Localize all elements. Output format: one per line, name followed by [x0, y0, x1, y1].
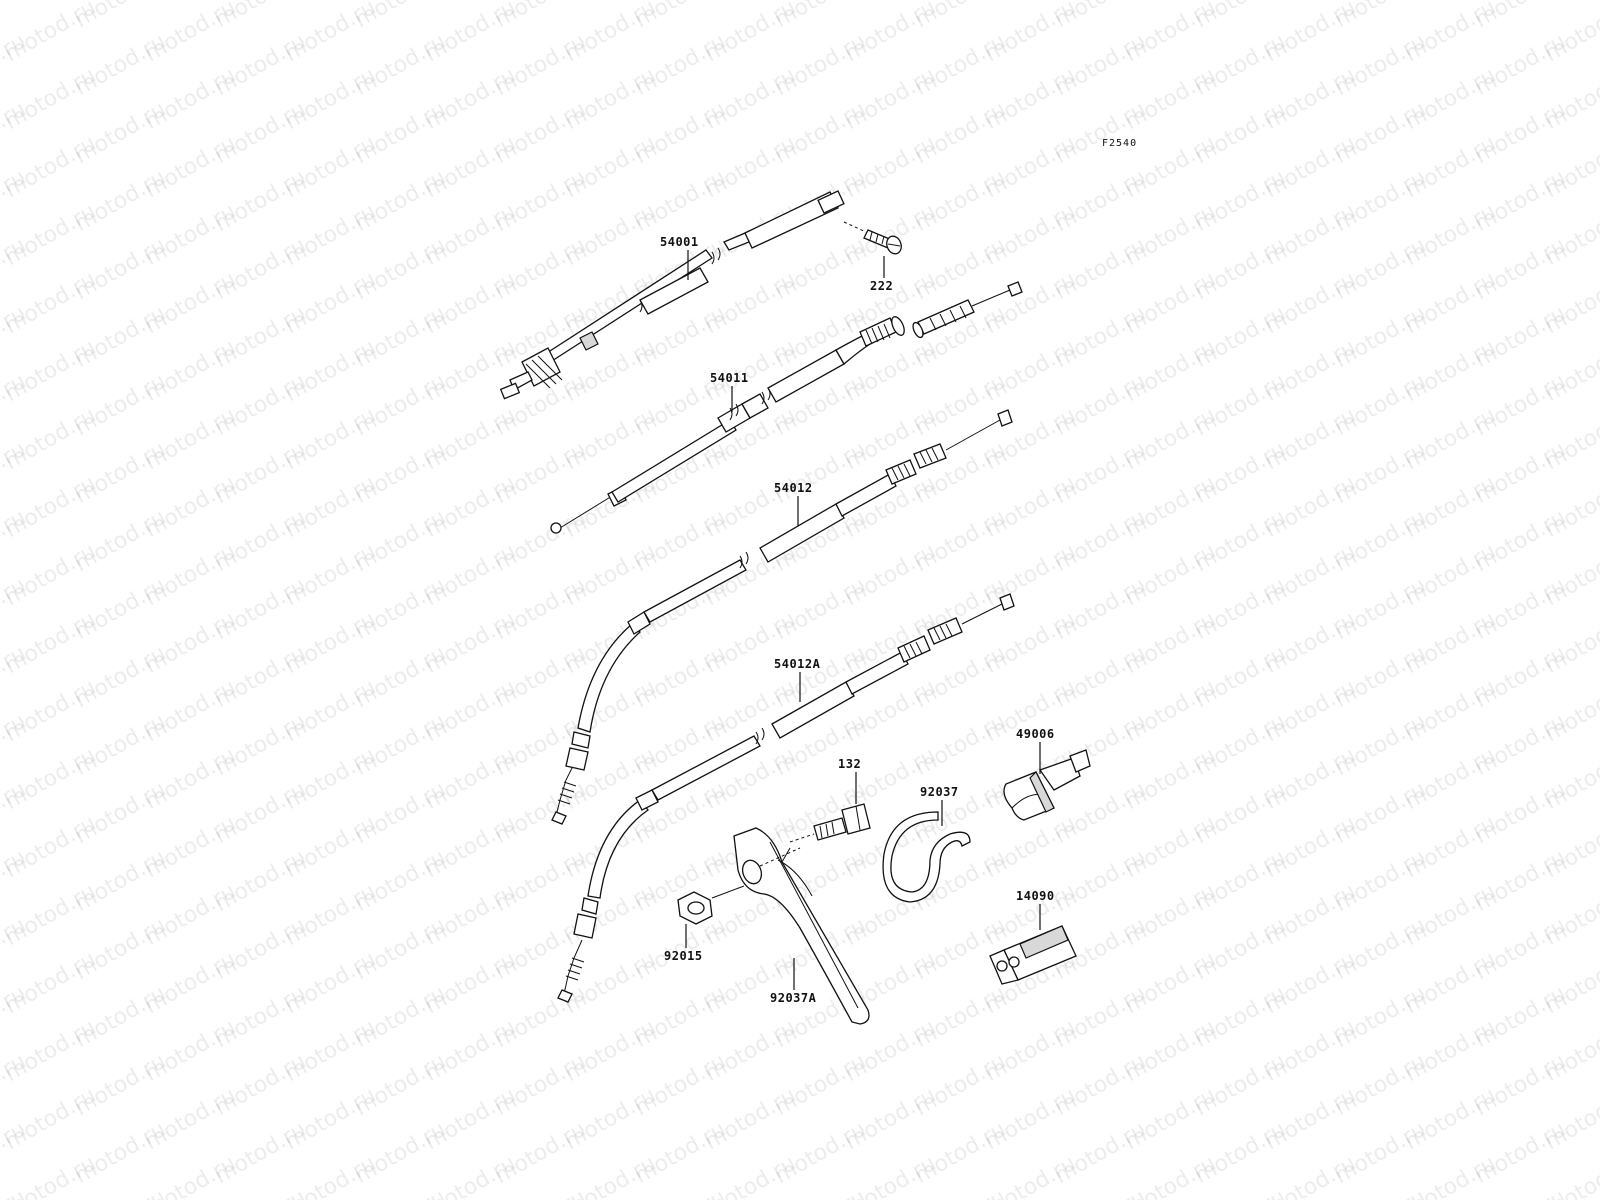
label-132: 132	[838, 757, 861, 771]
label-54001: 54001	[660, 235, 699, 249]
label-54011: 54011	[710, 371, 749, 385]
label-92037A: 92037A	[770, 991, 817, 1005]
collar-92015[interactable]	[677, 885, 745, 925]
grip-cover-49006[interactable]	[1003, 749, 1091, 821]
bracket-92037A[interactable]	[733, 827, 870, 1025]
clutch-cable[interactable]	[551, 409, 1013, 825]
label-92015: 92015	[664, 949, 703, 963]
screw-222[interactable]	[843, 221, 904, 256]
bolt-132[interactable]	[789, 803, 871, 843]
label-54012: 54012	[774, 481, 813, 495]
throttle-cable[interactable]	[550, 281, 1023, 534]
figure-code: F2540	[1102, 138, 1137, 149]
label-92037: 92037	[920, 785, 959, 799]
label-222: 222	[870, 279, 893, 293]
clutch-cable-alt[interactable]	[557, 593, 1015, 1003]
clamp-92037[interactable]	[882, 811, 971, 903]
speedometer-cable[interactable]	[499, 190, 845, 400]
label-49006: 49006	[1016, 727, 1055, 741]
watermark-text: motod.ru	[0, 0, 30, 33]
label-54012A: 54012A	[774, 657, 821, 671]
holder-14090[interactable]	[989, 925, 1077, 985]
label-14090: 14090	[1016, 889, 1055, 903]
